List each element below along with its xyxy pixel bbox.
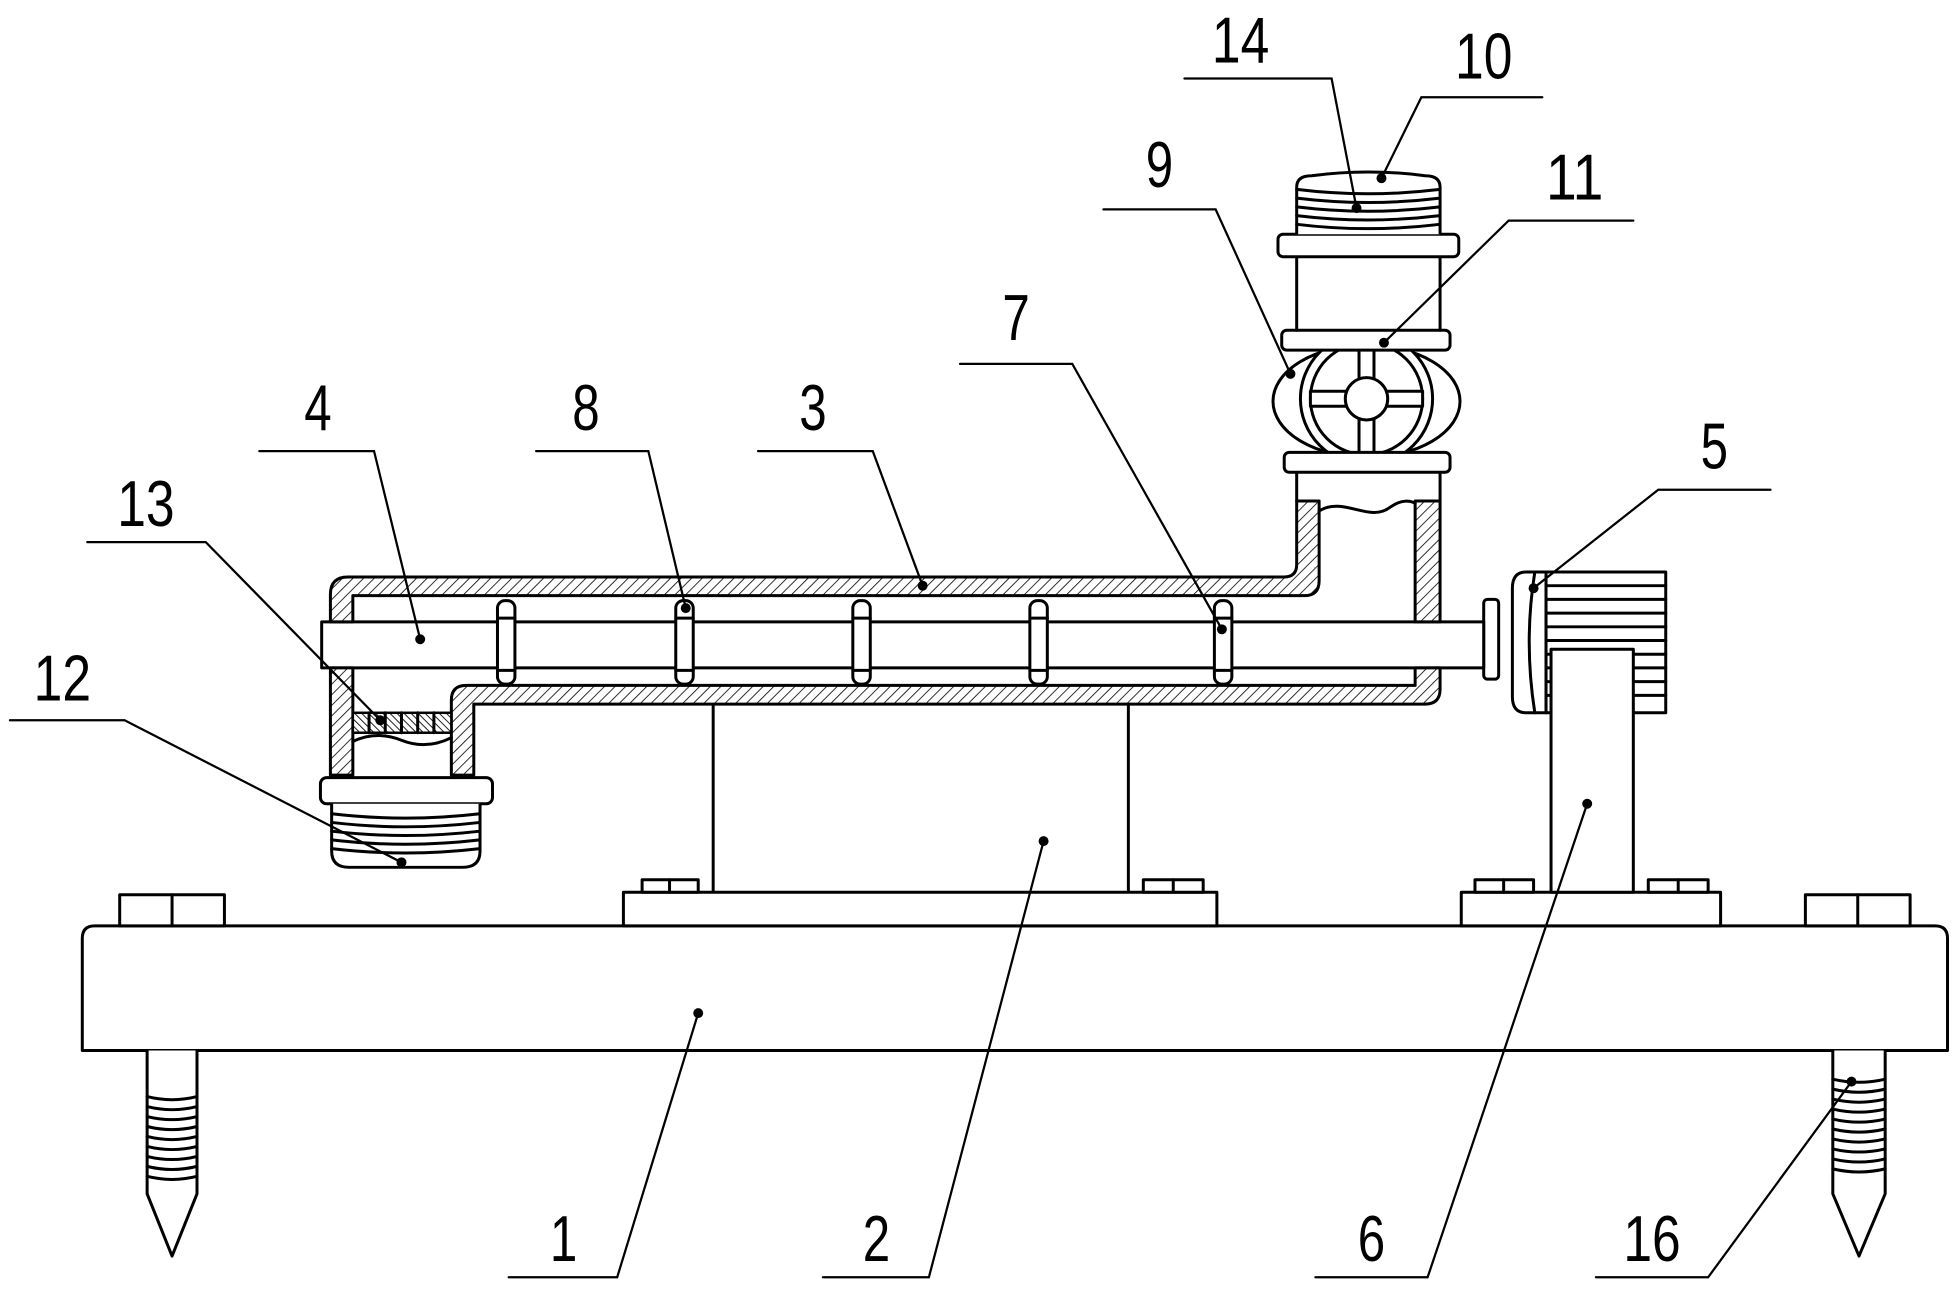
callout-13: 13 xyxy=(117,467,174,540)
callout-7: 7 xyxy=(1002,281,1029,354)
leader-dot-5 xyxy=(1528,583,1539,594)
ground-spike-left-threads xyxy=(145,1095,199,1181)
base-plate xyxy=(80,893,1950,1052)
leader-dot-3 xyxy=(917,580,928,591)
inlet-cap-threads xyxy=(1295,187,1442,231)
leader-dot-13 xyxy=(375,715,386,726)
leader-7 xyxy=(958,362,1223,631)
leader-dot-11 xyxy=(1378,337,1389,348)
blade-bands xyxy=(495,616,517,672)
leader-13 xyxy=(86,540,382,722)
leader-dot-7 xyxy=(1216,624,1227,635)
leader-2 xyxy=(821,840,1045,1279)
ground-spike-right-threads xyxy=(1831,1077,1887,1174)
inlet-lower-tube xyxy=(1295,470,1442,503)
leader-dots xyxy=(375,173,1857,1087)
motor-support-plate xyxy=(1459,890,1723,928)
leader-3 xyxy=(756,449,924,587)
blade xyxy=(851,599,872,686)
blade xyxy=(495,599,517,686)
outlet-nozzle-threads xyxy=(330,812,482,855)
leader-dot-14 xyxy=(1351,203,1362,214)
inlet-assembly xyxy=(1271,170,1462,503)
callout-14: 14 xyxy=(1212,3,1269,76)
leader-dot-16 xyxy=(1846,1076,1857,1087)
leader-14 xyxy=(1183,77,1358,210)
leader-8 xyxy=(535,449,687,610)
callout-3: 3 xyxy=(799,371,826,444)
blades xyxy=(495,599,1234,686)
leader-dot-1 xyxy=(693,1008,704,1019)
housing-pipe-bottom-wall xyxy=(449,666,1442,777)
housing-pipe-top-wall xyxy=(328,499,1321,624)
callout-12: 12 xyxy=(34,641,91,714)
inlet-top-collar xyxy=(1276,232,1461,259)
leader-lines xyxy=(8,77,1853,1279)
housing-pipe-break-line xyxy=(1317,499,1417,514)
callout-9: 9 xyxy=(1146,128,1173,201)
housing-pipe-left-wall-lower xyxy=(328,666,355,777)
leader-dot-4 xyxy=(415,634,426,645)
leader-dot-12 xyxy=(396,857,407,868)
callout-2: 2 xyxy=(863,1202,890,1275)
motor-support-post xyxy=(1549,647,1635,894)
leader-1 xyxy=(507,1011,700,1279)
blade-bands xyxy=(1028,616,1049,672)
callout-11: 11 xyxy=(1546,140,1603,213)
leader-6 xyxy=(1314,802,1589,1279)
ground-spike-left xyxy=(145,1050,199,1258)
motor-support-foot xyxy=(1459,878,1723,928)
base-plate-body xyxy=(80,924,1950,1052)
leader-dot-8 xyxy=(680,603,691,614)
outlet-nozzle xyxy=(318,776,494,869)
valve-upper-collar xyxy=(1280,328,1452,352)
callout-8: 8 xyxy=(572,371,599,444)
housing-support-foot xyxy=(621,890,1219,928)
valve-lower-collar xyxy=(1282,450,1452,474)
leader-dot-6 xyxy=(1582,798,1593,809)
blade-bands xyxy=(851,616,872,672)
outlet-collar xyxy=(318,776,494,806)
blade-bands xyxy=(674,616,695,672)
leader-4 xyxy=(258,449,422,641)
housing-pipe-right-wall-upper xyxy=(1413,499,1442,624)
leader-dot-2 xyxy=(1038,836,1049,847)
leader-9 xyxy=(1102,208,1292,375)
filter-screen-cells xyxy=(367,711,436,735)
leader-12 xyxy=(8,719,403,864)
housing-pipe xyxy=(328,499,1442,777)
callout-16: 16 xyxy=(1623,1202,1680,1275)
valve-hub xyxy=(1343,376,1390,422)
callout-10: 10 xyxy=(1455,20,1512,93)
leader-16 xyxy=(1594,1080,1853,1279)
leader-10 xyxy=(1380,96,1544,180)
leader-5 xyxy=(1532,488,1772,590)
ground-spike-right xyxy=(1831,1050,1887,1258)
blade xyxy=(1028,599,1049,686)
motor-coupling xyxy=(1482,597,1501,681)
leader-dot-9 xyxy=(1285,368,1296,379)
callout-5: 5 xyxy=(1701,410,1728,483)
housing-support xyxy=(621,702,1219,928)
callout-labels: 14 10 9 11 7 3 8 4 5 13 12 1 2 6 16 xyxy=(34,3,1728,1275)
callout-1: 1 xyxy=(550,1202,577,1275)
outlet-break-line xyxy=(351,734,453,747)
callout-6: 6 xyxy=(1358,1202,1385,1275)
callout-4: 4 xyxy=(304,371,331,444)
leader-dot-10 xyxy=(1376,173,1387,184)
leader-11 xyxy=(1382,219,1635,344)
inlet-upper-tube xyxy=(1295,255,1442,332)
blade-bands xyxy=(1212,616,1234,672)
